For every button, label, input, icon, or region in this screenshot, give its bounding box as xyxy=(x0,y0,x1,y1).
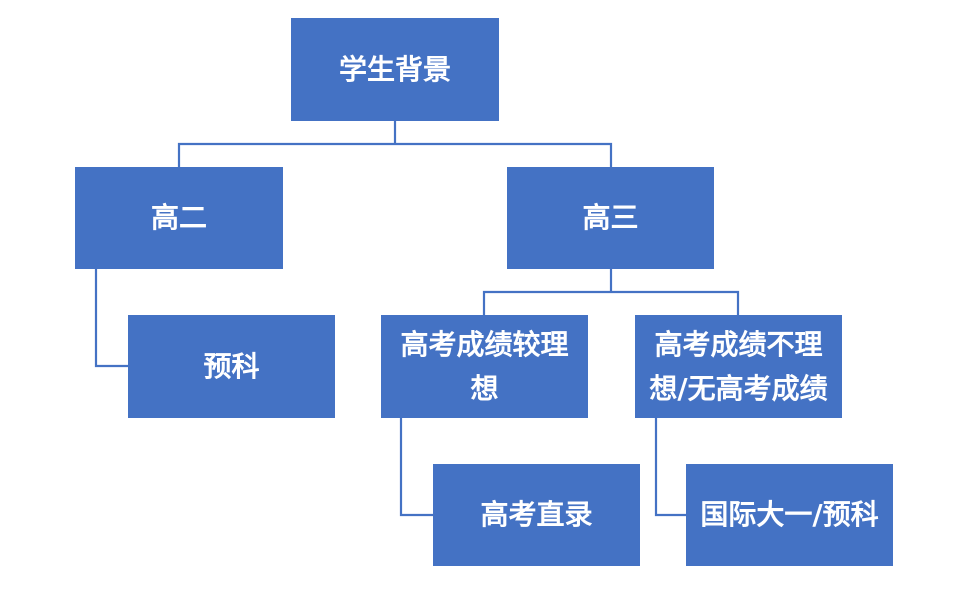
node-good-score-label: 高考成绩较理想 xyxy=(400,328,569,405)
node-prep-course: 预科 xyxy=(128,315,335,418)
node-intl-year-one: 国际大一/预科 xyxy=(686,464,893,566)
node-student-background-label: 学生背景 xyxy=(338,52,451,86)
connector-root-children xyxy=(177,142,613,167)
node-direct-admission-label: 高考直录 xyxy=(480,498,593,532)
node-grade-three: 高三 xyxy=(507,167,714,269)
connector-g2-prep xyxy=(94,269,128,368)
connector-good-direct xyxy=(399,418,433,517)
node-grade-two: 高二 xyxy=(75,167,283,269)
node-poor-score-label: 高考成绩不理想/无高考成绩 xyxy=(649,328,828,405)
node-student-background: 学生背景 xyxy=(291,18,499,121)
node-good-score: 高考成绩较理想 xyxy=(381,315,588,418)
connector-g3-children xyxy=(482,290,740,315)
node-grade-three-label: 高三 xyxy=(582,201,639,235)
node-direct-admission: 高考直录 xyxy=(433,464,640,566)
connector-poor-intl xyxy=(654,418,686,517)
node-poor-score: 高考成绩不理想/无高考成绩 xyxy=(635,315,842,418)
node-grade-two-label: 高二 xyxy=(150,201,207,235)
node-prep-course-label: 预科 xyxy=(203,349,260,383)
node-intl-year-one-label: 国际大一/预科 xyxy=(700,498,879,532)
